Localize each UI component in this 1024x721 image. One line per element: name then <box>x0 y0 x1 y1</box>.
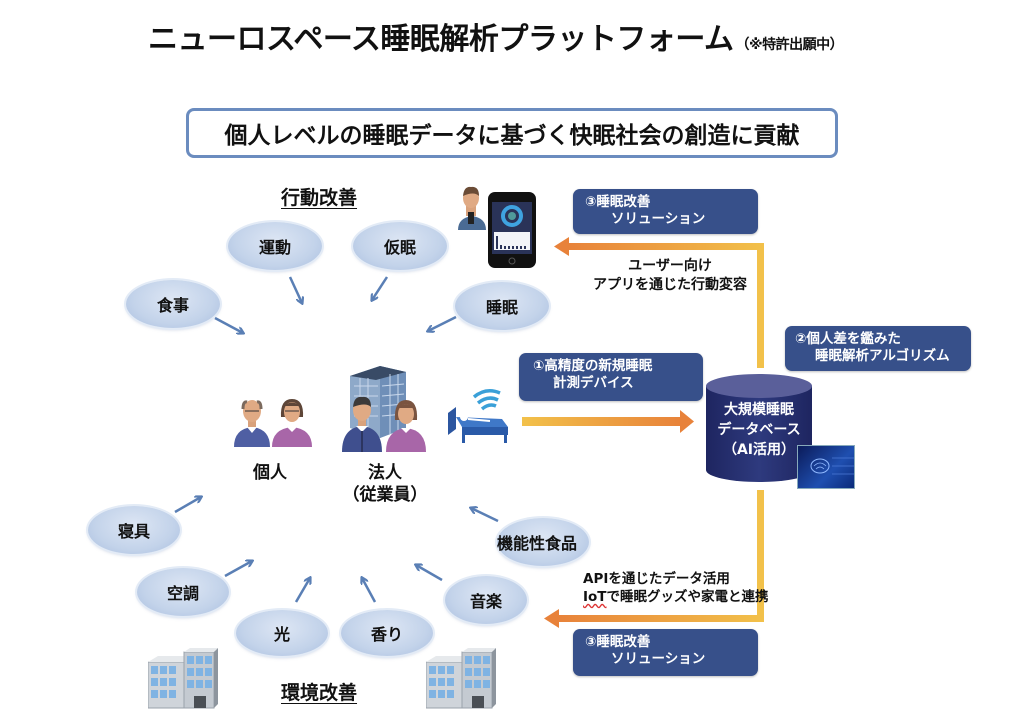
arrow-exercise <box>288 276 302 303</box>
brain-icon <box>810 457 854 475</box>
arrow-nap <box>372 276 389 300</box>
algorithm-box: ②個人差を鑑みた 睡眠解析アルゴリズム <box>785 326 971 371</box>
database-line3: （AI活用） <box>722 442 796 458</box>
functional-food-label: 機能性食品 <box>497 534 578 553</box>
sleep-sensor-bed-icon <box>448 389 508 443</box>
arrow-bedding <box>174 497 201 514</box>
bubble-sleep: 睡眠 <box>455 282 549 330</box>
corporate-label-line2: （従業員） <box>342 485 428 505</box>
api-caption-line1: APIを通じたデータ活用 <box>583 571 730 587</box>
flow-arrow-to-app <box>554 237 764 368</box>
office-building-icon-left <box>148 648 218 709</box>
app-caption-line1: ユーザー向け <box>628 258 712 274</box>
solution-top-line1: ③睡眠改善 <box>585 194 651 210</box>
bubble-bedding: 寝具 <box>88 506 180 554</box>
individual-persons-icon <box>234 399 312 447</box>
app-caption-line2: アプリを通じた行動変容 <box>593 277 747 293</box>
page-title: ニューロスペース睡眠解析プラットフォーム（※特許出願中） <box>148 14 844 58</box>
bubble-meal: 食事 <box>126 280 220 328</box>
arrow-sleep <box>428 315 457 331</box>
smartphone-app-user-icon <box>458 186 536 268</box>
bubble-light: 光 <box>236 610 328 656</box>
flow-arrow-to-iot <box>544 490 764 628</box>
solution-top-line2: ソリューション <box>611 211 706 227</box>
solution-box-bottom: ③睡眠改善 ソリューション <box>573 629 758 676</box>
individual-label: 個人 <box>253 463 287 483</box>
solution-bottom-line2: ソリューション <box>611 651 706 667</box>
iot-term: IoT <box>583 589 607 605</box>
app-caption: ユーザー向け アプリを通じた行動変容 <box>585 257 755 295</box>
arrow-music <box>416 565 443 582</box>
database-cylinder-icon <box>706 374 812 482</box>
patent-note: （※特許出願中） <box>735 37 844 53</box>
solution-bottom-line1: ③睡眠改善 <box>585 634 651 650</box>
algorithm-line2: 睡眠解析アルゴリズム <box>815 348 950 364</box>
api-caption: APIを通じたデータ活用 IoTで睡眠グッズや家電と連携 <box>583 570 769 606</box>
office-building-icon-right <box>426 648 496 709</box>
arrow-scent <box>362 578 377 603</box>
device-line1: ①高精度の新規睡眠 <box>533 358 653 374</box>
database-line1: 大規模睡眠 <box>724 402 794 418</box>
bubble-nap: 仮眠 <box>353 222 447 270</box>
api-caption-line2-rest: で睡眠グッズや家電と連携 <box>606 589 769 605</box>
title-main: ニューロスペース睡眠解析プラットフォーム <box>148 22 734 57</box>
ai-brain-image <box>797 445 855 489</box>
arrow-functional-food <box>471 508 499 523</box>
bubble-music: 音楽 <box>445 576 527 624</box>
flow-arrow-to-database <box>522 410 694 433</box>
arrow-meal <box>214 316 243 333</box>
device-line2: 計測デバイス <box>553 375 634 391</box>
bubble-aircon: 空調 <box>137 568 229 616</box>
bubble-exercise: 運動 <box>228 222 322 270</box>
database-line2: データベース <box>717 422 801 438</box>
corporate-label-line1: 法人 <box>368 463 402 483</box>
arrow-light <box>294 578 310 603</box>
bubble-functional-food: 機能性食品 <box>497 518 589 566</box>
api-caption-line2: IoTで睡眠グッズや家電と連携 <box>583 588 769 606</box>
corporate-label: 法人 （従業員） <box>330 462 440 506</box>
database-label: 大規模睡眠 データベース （AI活用） <box>704 400 814 460</box>
environment-heading: 環境改善 <box>281 682 358 704</box>
mission-banner: 個人レベルの睡眠データに基づく快眠社会の創造に貢献 <box>186 108 838 158</box>
corporate-employees-icon <box>342 366 426 452</box>
behavior-heading: 行動改善 <box>281 187 358 209</box>
arrow-aircon <box>224 561 252 578</box>
algorithm-line1: ②個人差を鑑みた <box>795 331 901 347</box>
solution-box-top: ③睡眠改善 ソリューション <box>573 189 758 234</box>
bubble-scent: 香り <box>341 610 433 656</box>
device-box: ①高精度の新規睡眠 計測デバイス <box>519 353 703 401</box>
